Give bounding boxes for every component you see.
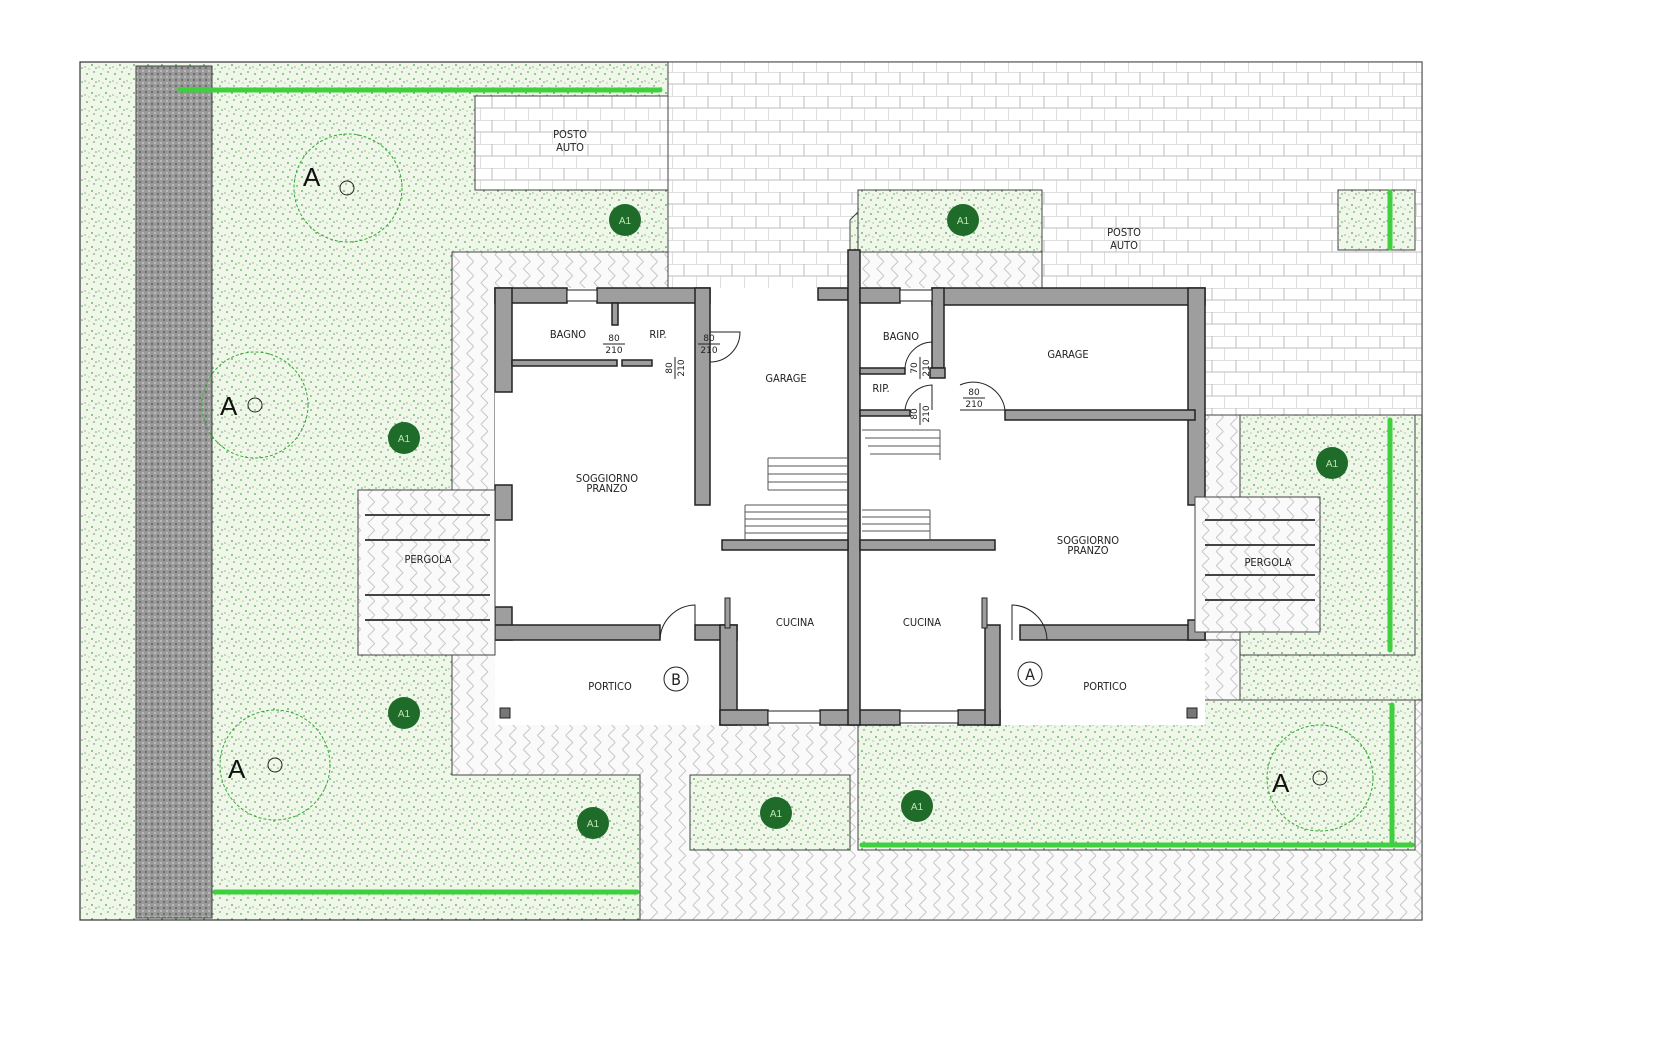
pillar (499, 707, 511, 719)
entrance-marker-b: B (663, 666, 689, 692)
room-bathroom-left: BAGNO (550, 328, 586, 341)
parking-space-left (474, 95, 669, 191)
svg-text:70: 70 (910, 362, 920, 374)
shrub-a1: A1 (760, 797, 792, 829)
room-living-right: PRANZO (1067, 544, 1108, 557)
svg-text:210: 210 (605, 346, 622, 356)
tree-a: A (219, 709, 331, 821)
parking-label: AUTO (556, 141, 584, 154)
room-living-left: SOGGIORNO (576, 472, 638, 485)
shrub-a1: A1 (947, 204, 979, 236)
svg-text:A: A (1025, 665, 1035, 684)
svg-text:A: A (1272, 768, 1290, 798)
entry-paving (859, 251, 1043, 291)
shrub-a1: A1 (577, 807, 609, 839)
svg-text:A1: A1 (911, 802, 924, 813)
svg-text:A1: A1 (1326, 459, 1339, 470)
windows (566, 289, 959, 724)
parking-label: AUTO (1110, 239, 1138, 252)
parking-label: POSTO (553, 128, 587, 141)
shrub-a1: A1 (1316, 447, 1348, 479)
svg-text:A1: A1 (770, 809, 783, 820)
svg-text:80: 80 (968, 388, 980, 398)
door-swings (659, 331, 1048, 641)
porch-label-left: PORTICO (588, 680, 632, 693)
room-living-right: SOGGIORNO (1057, 534, 1119, 547)
pergola-right (1194, 496, 1321, 633)
stairs (744, 429, 941, 540)
room-living-left: PRANZO (586, 482, 627, 495)
room-bathroom-right: BAGNO (883, 330, 919, 343)
parking-label: POSTO (1107, 226, 1141, 239)
svg-text:A1: A1 (398, 434, 411, 445)
svg-text:A1: A1 (619, 216, 632, 227)
entrance-marker-a: A (1017, 661, 1043, 687)
room-garage-left: GARAGE (765, 372, 806, 385)
tree-a: A (201, 351, 309, 459)
svg-text:A1: A1 (398, 709, 411, 720)
svg-text:B: B (671, 670, 681, 689)
garden-bed (1337, 189, 1416, 251)
svg-text:A1: A1 (957, 216, 970, 227)
svg-text:80: 80 (910, 408, 920, 420)
room-kitchen-right: CUCINA (903, 616, 941, 629)
porch-label-right: PORTICO (1083, 680, 1127, 693)
shrub-a1: A1 (901, 790, 933, 822)
room-storage-right: RIP. (872, 382, 889, 395)
gravel-path (135, 65, 213, 919)
svg-text:A: A (228, 754, 246, 784)
svg-text:80: 80 (608, 334, 620, 344)
svg-text:210: 210 (700, 346, 717, 356)
tree-a: A (1266, 724, 1374, 832)
shrub-a1: A1 (609, 204, 641, 236)
pergola-label-left: PERGOLA (404, 553, 451, 566)
svg-text:210: 210 (677, 359, 687, 376)
svg-text:210: 210 (922, 405, 932, 422)
room-kitchen-left: CUCINA (776, 616, 814, 629)
svg-text:80: 80 (703, 334, 715, 344)
walls (494, 249, 1206, 726)
tree-a: A (293, 133, 403, 243)
svg-text:210: 210 (922, 359, 932, 376)
svg-text:210: 210 (965, 400, 982, 410)
shrub-a1: A1 (388, 697, 420, 729)
svg-text:A: A (220, 391, 238, 421)
pergola-left (357, 489, 496, 656)
hedges (177, 87, 1415, 895)
svg-text:A: A (303, 162, 321, 192)
pergola-label-right: PERGOLA (1244, 556, 1291, 569)
room-storage-left: RIP. (649, 328, 666, 341)
room-garage-right: GARAGE (1047, 348, 1088, 361)
pillar (1186, 707, 1198, 719)
svg-text:80: 80 (665, 362, 675, 374)
garden-bed (857, 189, 1043, 253)
svg-text:A1: A1 (587, 819, 600, 830)
shrub-a1: A1 (388, 422, 420, 454)
